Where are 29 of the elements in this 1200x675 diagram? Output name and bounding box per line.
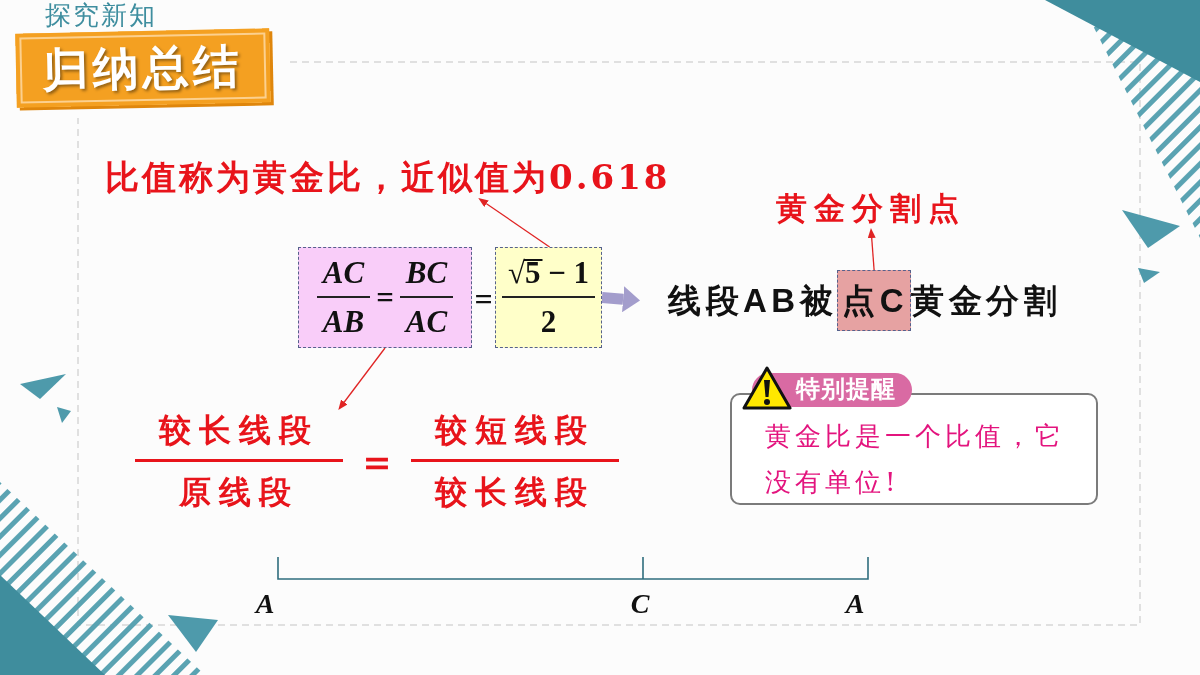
- annotation-text: 比值称为黄金比，近似值为0.618: [105, 156, 671, 198]
- statement-text: 黄金分割: [911, 280, 1061, 321]
- reminder-text: 黄金比是一个比值，它没有单位!: [765, 420, 1066, 499]
- fraction-numerator: BC: [405, 256, 448, 290]
- fraction-denominator: 2: [540, 305, 557, 339]
- formula-box: [495, 247, 602, 348]
- arrow: [478, 198, 551, 248]
- fraction-denominator: AC: [405, 305, 448, 339]
- fraction-denominator: 较长线段: [435, 472, 595, 512]
- fraction-denominator: 原线段: [179, 472, 299, 512]
- point-label: C: [630, 589, 650, 619]
- equals-sign: ＝: [357, 436, 397, 486]
- fraction-numerator: 较短线段: [435, 410, 595, 450]
- arrow: [338, 347, 386, 410]
- block-arrow: [601, 286, 641, 313]
- section-heading: 探究新知: [45, 1, 157, 29]
- highlight-box: 点C: [837, 270, 911, 331]
- annotation-text: 黄金分割点: [776, 188, 966, 228]
- point-label: A: [255, 589, 275, 619]
- formula-box: [298, 247, 472, 348]
- statement-text: 线段AB被: [668, 280, 838, 321]
- point-label: A: [845, 589, 865, 619]
- fraction-numerator: AC: [322, 256, 365, 290]
- fraction-numerator: 较长线段: [159, 410, 319, 450]
- title-banner: 归纳总结: [15, 28, 271, 108]
- arrow: [867, 228, 876, 271]
- equals-sign: =: [376, 280, 394, 315]
- fraction-denominator: AB: [322, 305, 365, 339]
- equals-sign: =: [474, 282, 493, 316]
